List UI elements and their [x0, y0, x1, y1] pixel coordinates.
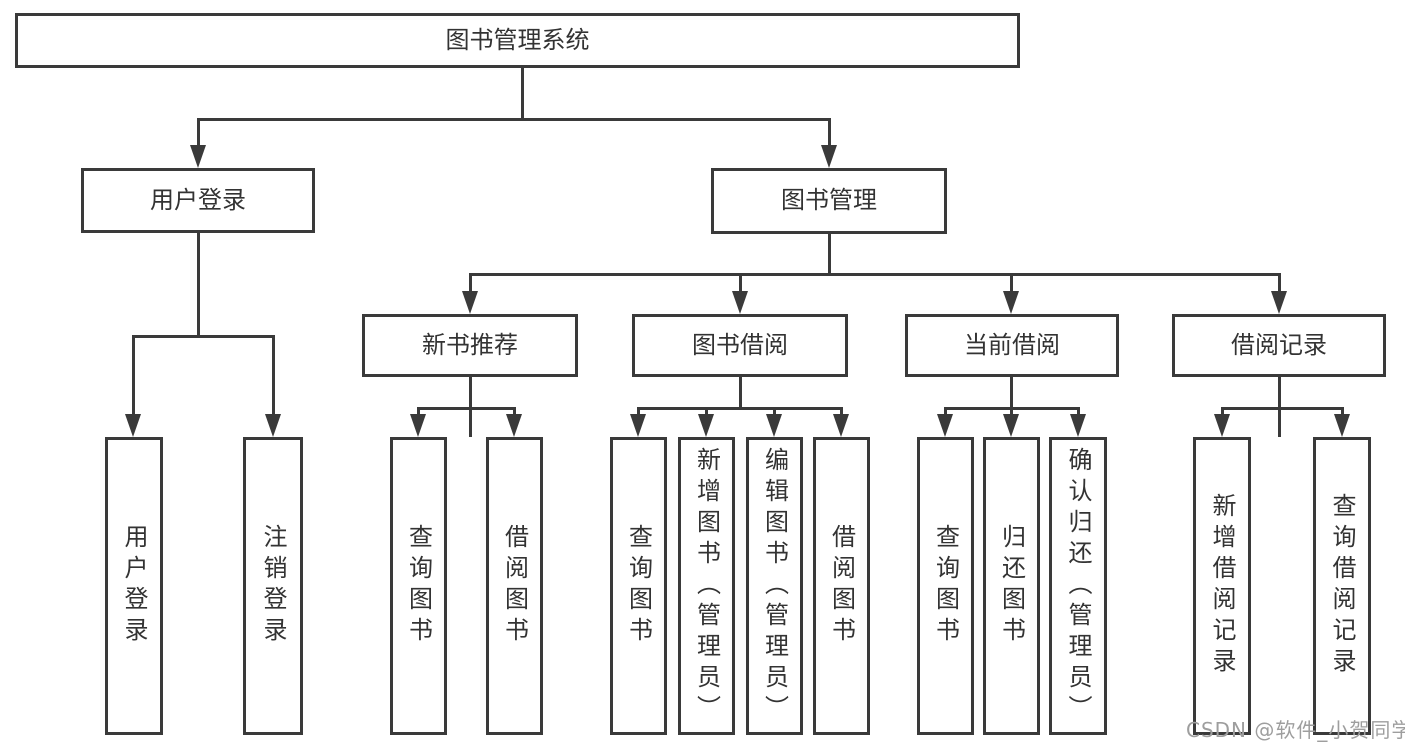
- node-label: 新书推荐: [422, 330, 518, 359]
- connector-line: [417, 407, 420, 419]
- leaf-borrow-books-recommend: 借阅图书: [486, 437, 543, 735]
- leaf-query-books-recommend: 查询图书: [390, 437, 447, 735]
- connector-line: [272, 335, 275, 417]
- leaf-query-books-current: 查询图书: [917, 437, 974, 735]
- connector-line: [469, 273, 472, 295]
- connector-line: [944, 407, 947, 419]
- connector-line: [513, 407, 516, 419]
- connector-line: [469, 273, 1281, 276]
- arrow-down-icon: [937, 414, 953, 437]
- node-label: 当前借阅: [964, 330, 1060, 359]
- node-label: 图书管理: [781, 186, 877, 215]
- arrow-down-icon: [1271, 291, 1287, 314]
- node-book-management: 图书管理: [711, 168, 947, 234]
- arrow-down-icon: [190, 145, 206, 168]
- node-borrowing-records: 借阅记录: [1172, 314, 1386, 377]
- arrow-down-icon: [1003, 291, 1019, 314]
- connector-line: [840, 407, 843, 419]
- csdn-watermark: CSDN @软件_小贺同学: [1186, 718, 1405, 742]
- arrow-down-icon: [1334, 414, 1350, 437]
- connector-line: [417, 407, 516, 410]
- node-label: 借阅记录: [1231, 330, 1327, 359]
- connector-line: [828, 118, 831, 150]
- leaf-return-books: 归还图书: [983, 437, 1040, 735]
- leaf-edit-books-admin: 编辑图书（管理员）: [746, 437, 803, 735]
- connector-line: [132, 335, 275, 338]
- arrow-down-icon: [766, 414, 782, 437]
- node-current-borrowing: 当前借阅: [905, 314, 1119, 377]
- connector-line: [1278, 273, 1281, 295]
- node-user-login: 用户登录: [81, 168, 315, 233]
- connector-line: [1077, 407, 1080, 419]
- connector-line: [773, 407, 776, 419]
- leaf-add-borrow-record: 新增借阅记录: [1193, 437, 1251, 735]
- leaf-logout-login: 注销登录: [243, 437, 303, 735]
- arrow-down-icon: [821, 145, 837, 168]
- leaf-query-books-borrowing: 查询图书: [610, 437, 667, 735]
- arrow-down-icon: [1214, 414, 1230, 437]
- connector-line: [197, 118, 831, 121]
- node-library-system: 图书管理系统: [15, 13, 1020, 68]
- connector-line: [197, 118, 200, 150]
- connector-line: [1221, 407, 1344, 410]
- connector-line: [132, 335, 135, 417]
- connector-line: [1010, 273, 1013, 295]
- connector-line: [828, 233, 831, 273]
- arrow-down-icon: [833, 414, 849, 437]
- arrow-down-icon: [410, 414, 426, 437]
- arrow-down-icon: [698, 414, 714, 437]
- leaf-borrow-books-borrowing: 借阅图书: [813, 437, 870, 735]
- connector-line: [197, 233, 200, 335]
- arrow-down-icon: [732, 291, 748, 314]
- connector-line: [1341, 407, 1344, 419]
- connector-line: [521, 67, 524, 118]
- connector-line: [1010, 377, 1013, 407]
- connector-line: [1221, 407, 1224, 419]
- arrow-down-icon: [630, 414, 646, 437]
- connector-line: [705, 407, 708, 419]
- arrow-down-icon: [125, 414, 141, 437]
- node-new-book-recommendation: 新书推荐: [362, 314, 578, 377]
- arrow-down-icon: [265, 414, 281, 437]
- node-label: 图书借阅: [692, 330, 788, 359]
- leaf-add-books-admin: 新增图书（管理员）: [678, 437, 735, 735]
- connector-line: [637, 407, 640, 419]
- arrow-down-icon: [506, 414, 522, 437]
- leaf-query-borrow-record: 查询借阅记录: [1313, 437, 1371, 735]
- node-label: 用户登录: [150, 185, 246, 214]
- connector-line: [739, 273, 742, 295]
- leaf-user-login: 用户登录: [105, 437, 163, 735]
- connector-line: [637, 407, 843, 410]
- node-book-borrowing: 图书借阅: [632, 314, 848, 377]
- arrow-down-icon: [1003, 414, 1019, 437]
- connector-line: [739, 377, 742, 407]
- leaf-confirm-return-admin: 确认归还（管理员）: [1049, 437, 1107, 735]
- arrow-down-icon: [462, 291, 478, 314]
- node-label: 图书管理系统: [445, 25, 590, 54]
- arrow-down-icon: [1070, 414, 1086, 437]
- connector-line: [1010, 407, 1013, 419]
